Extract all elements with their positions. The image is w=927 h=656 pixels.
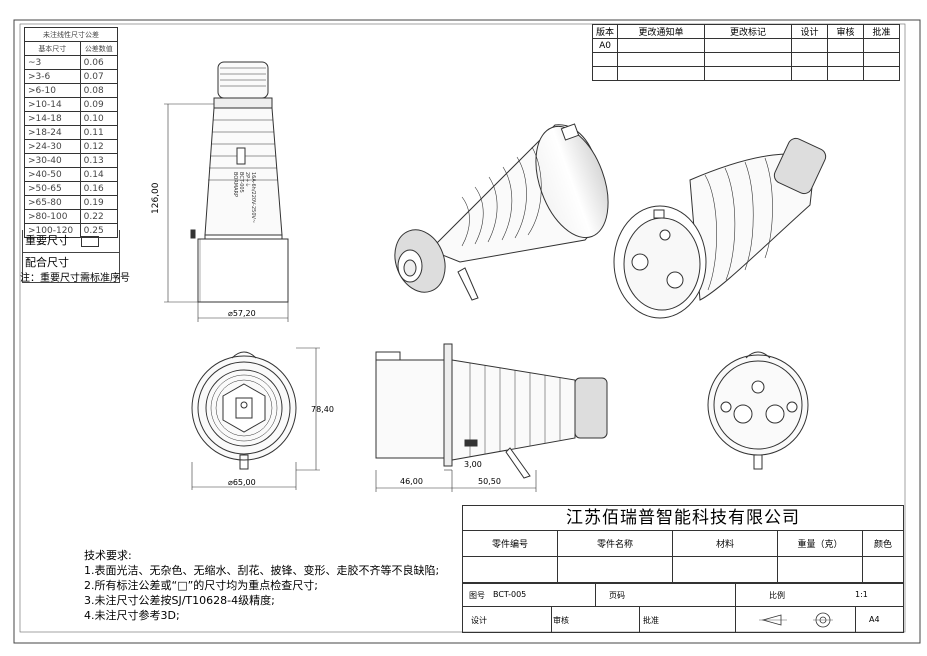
part-no-label: 零件编号: [462, 530, 558, 557]
color-label: 颜色: [862, 530, 904, 557]
drawing-no: BCT-005: [493, 590, 527, 599]
dim-side-lines: [375, 469, 537, 492]
front-view-pins: [707, 351, 809, 470]
side-section-view: [375, 343, 608, 479]
key-dim-legend: 重要尺寸 配合尺寸: [22, 230, 120, 283]
part-name-label: 零件名称: [557, 530, 673, 557]
marking-model: BCT-005: [238, 172, 244, 193]
iso-view-cable: [394, 123, 609, 301]
tech-requirement-item: 4.未注尺寸参考3D;: [84, 609, 180, 622]
iso-view-pins: [613, 137, 827, 319]
tech-requirement-item: 3.未注尺寸公差按SJ/T10628-4级精度;: [84, 594, 275, 607]
tech-requirements-title: 技术要求:: [84, 549, 132, 562]
drawing-no-label: 图号: [469, 591, 485, 600]
marking-spec: 2P+⏚: [244, 172, 251, 187]
sheet-size: A4: [869, 615, 880, 624]
dim-gap: 3,00: [464, 460, 482, 469]
material-label: 材料: [672, 530, 778, 557]
tech-requirement-item: 2.所有标注公差或“□”的尺寸均为重点检查尺寸;: [84, 579, 318, 592]
side-view: [190, 61, 289, 303]
front-view-cable: [191, 351, 297, 470]
marking-rating: 16A-6h/220V-250V~: [250, 172, 256, 223]
title-block: 江苏佰瑞普智能科技有限公司 零件编号 零件名称 材料 重量（克） 颜色 图号 B…: [462, 505, 904, 633]
key-dim-box-icon: [81, 236, 99, 247]
dim-diameter-front: ⌀65,00: [228, 478, 256, 487]
revision-table: 版本 更改通知单 更改标记 设计 审核 批准 A0: [591, 24, 901, 81]
projection-symbol-icon: [759, 612, 833, 628]
dim-height: 126,00: [151, 182, 161, 214]
approve-label: 批准: [643, 616, 659, 625]
page-label: 页码: [609, 591, 625, 600]
company-name: 江苏佰瑞普智能科技有限公司: [463, 506, 903, 531]
tech-requirements: 技术要求: 1.表面光洁、无杂色、无缩水、刮花、披锋、变形、走胶不齐等不良缺陷;…: [84, 548, 439, 623]
dim-height-front: 78,40: [311, 405, 334, 414]
dim-diameter-top: ⌀57,20: [228, 309, 256, 318]
scale-label: 比例: [769, 591, 785, 600]
dim-len-right: 50,50: [478, 477, 501, 486]
key-dim-label: 重要尺寸: [25, 234, 69, 247]
review-label: 审核: [553, 616, 569, 625]
design-label: 设计: [471, 616, 487, 625]
dim-len-left: 46,00: [400, 477, 423, 486]
fit-dim-label: 配合尺寸: [25, 256, 69, 269]
dim-front-lines: [191, 347, 320, 490]
weight-label: 重量（克）: [777, 530, 863, 557]
key-dim-note: 注：重要尺寸需标准序号: [20, 273, 130, 284]
scale-value: 1:1: [855, 590, 868, 599]
tech-requirement-item: 1.表面光洁、无杂色、无缩水、刮花、披锋、变形、走胶不齐等不良缺陷;: [84, 564, 440, 577]
dim-height-line: [164, 103, 289, 322]
side-view-marking: BORMARP BCT-005 2P+⏚ 16A-6h/220V-250V~: [232, 172, 256, 223]
marking-brand: BORMARP: [232, 172, 238, 197]
